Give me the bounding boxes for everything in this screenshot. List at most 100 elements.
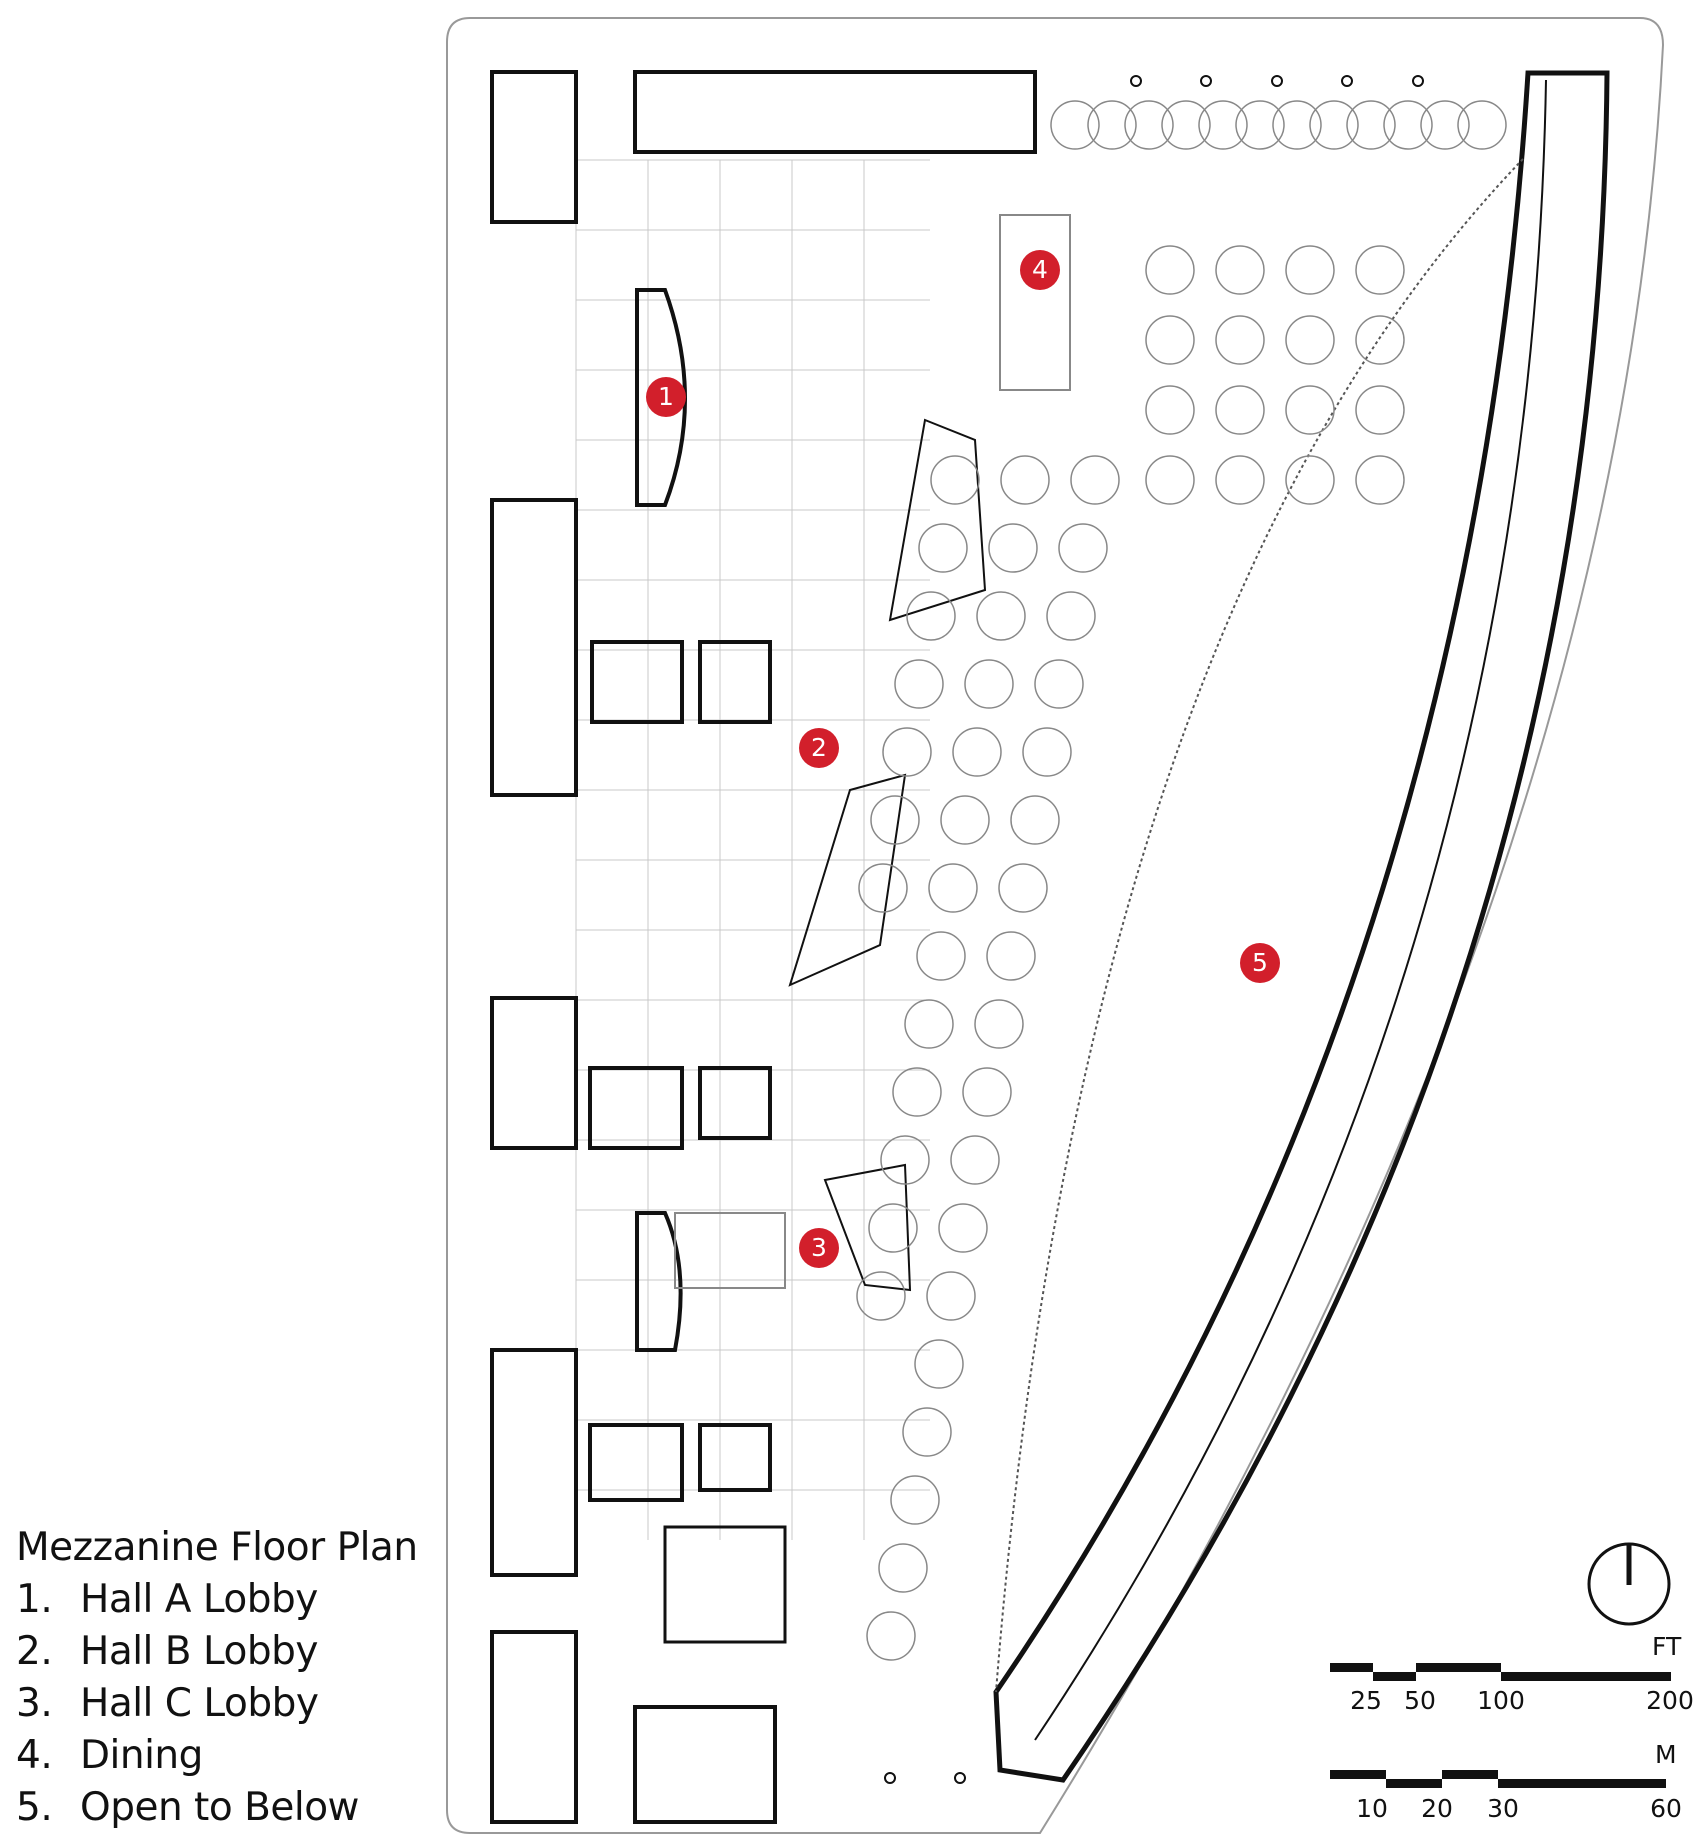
tree-icon <box>1087 100 1137 150</box>
tree-icon <box>1145 455 1195 505</box>
hall-a-form <box>635 288 687 507</box>
tree-icon <box>1046 591 1096 641</box>
legend-title: Mezzanine Floor Plan <box>16 1525 418 1570</box>
tree-icon <box>870 795 920 845</box>
tree-icon <box>1145 315 1195 365</box>
tree-icon <box>1355 455 1405 505</box>
tree-icon <box>916 931 966 981</box>
tree-icon <box>1058 523 1108 573</box>
tree-icon <box>856 1271 906 1321</box>
legend: Mezzanine Floor Plan 1.Hall A Lobby 2.Ha… <box>16 1522 418 1834</box>
tree-icon <box>930 455 980 505</box>
tree-icon <box>1215 385 1265 435</box>
tree-icon <box>1034 659 1084 709</box>
tree-icon <box>1285 315 1335 365</box>
tree-icon <box>976 591 1026 641</box>
tree-icon <box>906 591 956 641</box>
tree-icon <box>950 1135 1000 1185</box>
tree-icon <box>918 523 968 573</box>
scale-label: 200 <box>1646 1686 1694 1715</box>
tree-icon <box>1355 245 1405 295</box>
legend-item: 4.Dining <box>16 1733 203 1778</box>
north-arrow-icon <box>1587 1542 1671 1626</box>
tree-icon <box>926 1271 976 1321</box>
tree-icon <box>1215 245 1265 295</box>
tree-icon <box>998 863 1048 913</box>
scale-unit-ft: FT <box>1652 1632 1682 1661</box>
glass-edge <box>995 158 1524 1693</box>
east-building <box>993 70 1610 1783</box>
tree-icon <box>868 1203 918 1253</box>
tree-icon <box>962 1067 1012 1117</box>
tree-icon <box>1309 100 1359 150</box>
tree-icon <box>986 931 1036 981</box>
marker-hall-a-lobby: 1 <box>646 377 686 417</box>
tree-icon <box>858 863 908 913</box>
scale-unit-m: M <box>1655 1740 1677 1769</box>
tree-icon <box>1285 455 1335 505</box>
scale-label: 20 <box>1421 1794 1453 1823</box>
tree-icon <box>952 727 1002 777</box>
tree-icon <box>1000 455 1050 505</box>
tree-icon <box>1124 100 1174 150</box>
building-cores <box>490 70 1037 1824</box>
legend-item: 5.Open to Below <box>16 1785 359 1830</box>
tree-icon <box>904 999 954 1049</box>
tree-icon <box>1355 315 1405 365</box>
marker-open-to-below: 5 <box>1240 943 1280 983</box>
tree-icon <box>1198 100 1248 150</box>
tree-icon <box>1285 385 1335 435</box>
hall-c-form <box>635 1211 683 1352</box>
tree-icon <box>1457 100 1507 150</box>
column-dots <box>884 75 1424 1784</box>
tree-icon <box>1215 315 1265 365</box>
tree-icon <box>880 1135 930 1185</box>
tree-icon <box>914 1339 964 1389</box>
scale-label: 50 <box>1404 1686 1436 1715</box>
scale-label: 25 <box>1350 1686 1382 1715</box>
tree-icon <box>902 1407 952 1457</box>
scale-label: 10 <box>1356 1794 1388 1823</box>
hall-c-void <box>674 1212 786 1289</box>
dining-area <box>999 214 1071 391</box>
marker-dining: 4 <box>1020 250 1060 290</box>
legend-item: 1.Hall A Lobby <box>16 1577 318 1622</box>
tree-icon <box>974 999 1024 1049</box>
tree-icon <box>1235 100 1285 150</box>
tree-icon <box>892 1067 942 1117</box>
tree-icon <box>1383 100 1433 150</box>
scale-label: 60 <box>1650 1794 1682 1823</box>
tree-icon <box>1215 455 1265 505</box>
tree-icon <box>1010 795 1060 845</box>
tree-icon <box>882 727 932 777</box>
tree-icon <box>1420 100 1470 150</box>
scale-bar-m <box>1330 1770 1666 1788</box>
tree-icon <box>1355 385 1405 435</box>
tree-icon <box>1161 100 1211 150</box>
tree-icon <box>1050 100 1100 150</box>
tree-icon <box>1145 385 1195 435</box>
site-outline <box>446 17 1665 1834</box>
tree-icon <box>1070 455 1120 505</box>
tree-icon <box>890 1475 940 1525</box>
marker-hall-c-lobby: 3 <box>799 1228 839 1268</box>
tree-icon <box>1022 727 1072 777</box>
scale-label: 30 <box>1487 1794 1519 1823</box>
legend-item: 3.Hall C Lobby <box>16 1681 319 1726</box>
tree-icon <box>988 523 1038 573</box>
tree-icon <box>1346 100 1396 150</box>
tree-icon <box>940 795 990 845</box>
tree-icon <box>866 1611 916 1661</box>
tree-icon <box>964 659 1014 709</box>
tree-icon <box>938 1203 988 1253</box>
tree-icon <box>878 1543 928 1593</box>
marker-hall-b-lobby: 2 <box>799 728 839 768</box>
lobby-grid <box>575 159 930 1540</box>
tree-icon <box>1285 245 1335 295</box>
tree-icon <box>928 863 978 913</box>
legend-item: 2.Hall B Lobby <box>16 1629 318 1674</box>
tree-icon <box>1145 245 1195 295</box>
tree-icon <box>894 659 944 709</box>
tree-icon <box>1272 100 1322 150</box>
